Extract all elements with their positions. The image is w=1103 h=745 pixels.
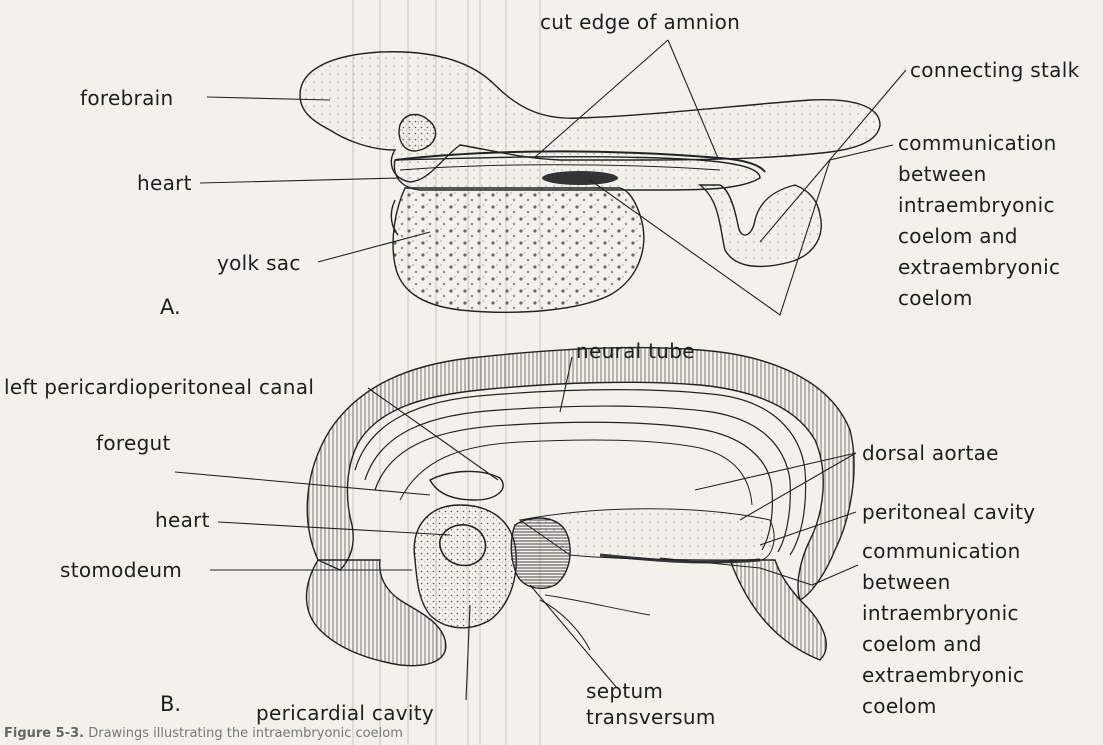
label-forebrain: forebrain (80, 83, 173, 113)
label-stomodeum: stomodeum (60, 555, 182, 585)
figure-caption: Figure 5-3. Drawings illustrating the in… (4, 726, 403, 741)
connecting-stalk-shape (700, 185, 821, 266)
label-communication-b-line: intraembryonic (862, 598, 1024, 629)
pericardial-cavity-shape (414, 505, 516, 628)
label-communication-a-line: between (898, 159, 1060, 190)
label-heart-b: heart (155, 505, 210, 535)
panel-b-drawing (306, 348, 854, 666)
label-pericardial-cavity: pericardial cavity (256, 698, 434, 728)
label-neural-tube: neural tube (576, 336, 695, 366)
label-communication-b-line: coelom (862, 691, 1024, 722)
label-septum-transversum-line: transversum (586, 704, 716, 730)
label-communication-b: communication between intraembryonic coe… (862, 536, 1024, 722)
label-foregut: foregut (96, 428, 171, 458)
label-left-pericardioperitoneal-canal: left pericardioperitoneal canal (4, 372, 314, 402)
label-cut-edge-of-amnion: cut edge of amnion (540, 7, 740, 37)
label-communication-a: communication between intraembryonic coe… (898, 128, 1060, 314)
label-communication-a-line: coelom (898, 283, 1060, 314)
label-dorsal-aortae: dorsal aortae (862, 438, 999, 468)
figure-number: Figure 5-3. (4, 726, 84, 741)
label-communication-b-line: extraembryonic (862, 660, 1024, 691)
label-peritoneal-cavity: peritoneal cavity (862, 497, 1035, 527)
label-communication-b-line: communication (862, 536, 1024, 567)
yolk-sac-shape (393, 188, 644, 312)
label-communication-a-line: intraembryonic (898, 190, 1060, 221)
label-connecting-stalk: connecting stalk (910, 55, 1079, 85)
label-communication-a-line: extraembryonic (898, 252, 1060, 283)
panel-b-letter: B. (160, 692, 181, 716)
label-yolk-sac: yolk sac (217, 248, 301, 278)
label-communication-b-line: between (862, 567, 1024, 598)
caption-text: Drawings illustrating the intraembryonic… (88, 726, 403, 741)
panel-a-letter: A. (160, 295, 181, 319)
label-septum-transversum: septum transversum (586, 678, 716, 730)
label-septum-transversum-line: septum (586, 678, 716, 704)
label-communication-a-line: coelom and (898, 221, 1060, 252)
label-heart-a: heart (137, 168, 192, 198)
label-communication-b-line: coelom and (862, 629, 1024, 660)
label-communication-a-line: communication (898, 128, 1060, 159)
